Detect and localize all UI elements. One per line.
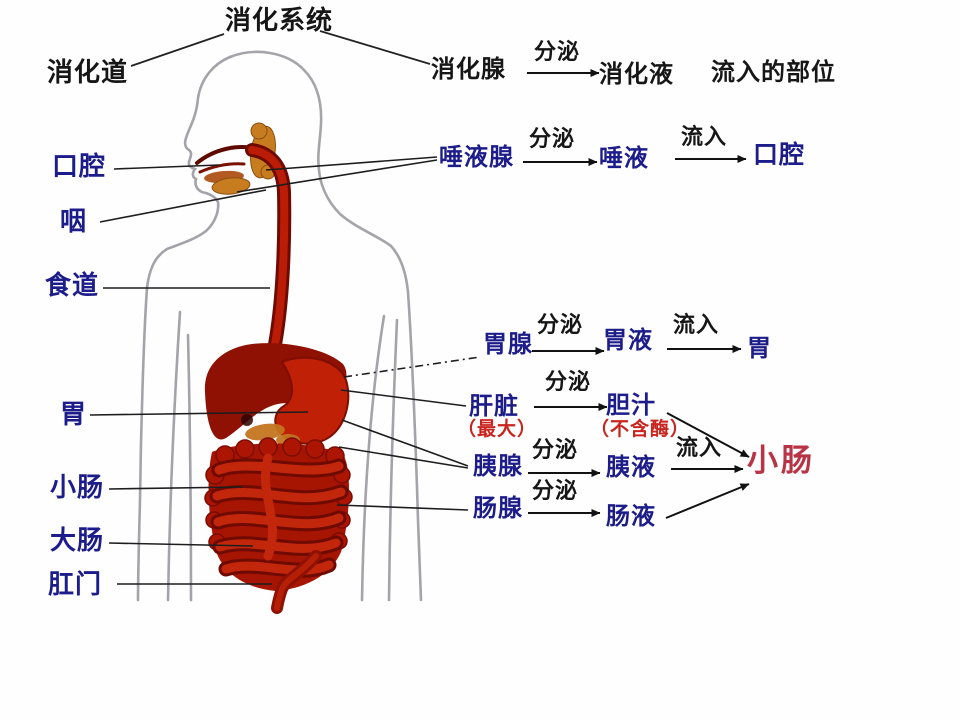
gland-label-gastric: 胃腺 xyxy=(483,330,533,358)
tract-label-esophagus: 食道 xyxy=(45,271,100,301)
dest-label-stomach: 胃 xyxy=(747,334,772,362)
note-label-no-enzyme: （不含酶） xyxy=(590,418,691,440)
branch-digestive-gland: 消化腺 xyxy=(431,55,506,83)
juice-label-intestinal: 肠液 xyxy=(606,502,656,530)
diagram-title: 消化系统 xyxy=(225,6,334,36)
rectum-organ xyxy=(271,550,322,614)
header-secrete-label: 分泌 xyxy=(534,40,581,65)
title-branch-lines xyxy=(130,30,431,67)
tract-label-mouth: 口腔 xyxy=(52,152,107,182)
leader-lines xyxy=(89,156,481,585)
tract-label-pharynx: 咽 xyxy=(60,207,88,237)
juice-label-bile: 胆汁 xyxy=(606,391,656,419)
tract-label-large-intestine: 大肠 xyxy=(50,526,105,556)
juice-label-saliva: 唾液 xyxy=(599,144,649,172)
secrete-label-pancreas: 分泌 xyxy=(532,438,579,463)
gland-label-intestinal: 肠腺 xyxy=(473,494,523,522)
flow-arrows xyxy=(523,69,750,519)
esophagus-organ xyxy=(245,143,292,368)
juice-label-gastric: 胃液 xyxy=(603,326,653,354)
secrete-label-salivary: 分泌 xyxy=(529,127,576,152)
note-label-largest: （最大） xyxy=(457,418,538,440)
gallbladder xyxy=(241,414,253,426)
branch-digestive-tract: 消化道 xyxy=(47,58,129,88)
tract-label-small-intestine: 小肠 xyxy=(50,473,105,503)
gland-label-salivary: 唾液腺 xyxy=(439,143,514,171)
submandibular-gland xyxy=(211,177,251,195)
header-destination-label: 流入的部位 xyxy=(711,58,836,86)
gland-label-pancreas: 胰腺 xyxy=(473,452,523,480)
secrete-label-liver: 分泌 xyxy=(545,370,592,395)
dest-label-small-intestine: 小肠 xyxy=(747,443,815,479)
juice-label-pancreatic: 胰液 xyxy=(606,453,656,481)
intestines-organ xyxy=(204,437,353,614)
dest-label-mouth: 口腔 xyxy=(753,140,806,169)
tract-label-stomach: 胃 xyxy=(60,400,88,430)
secrete-label-intestinal: 分泌 xyxy=(532,479,579,504)
gland-label-liver: 肝脏 xyxy=(469,392,519,420)
flow-label-salivary: 流入 xyxy=(681,125,728,150)
flow-label-pancreas: 流入 xyxy=(676,436,723,461)
flow-label-gastric: 流入 xyxy=(673,313,720,338)
tract-label-anus: 肛门 xyxy=(48,570,103,600)
header-juice-label: 消化液 xyxy=(599,60,674,88)
secrete-label-gastric: 分泌 xyxy=(537,313,584,338)
human-body-outline xyxy=(136,50,423,602)
